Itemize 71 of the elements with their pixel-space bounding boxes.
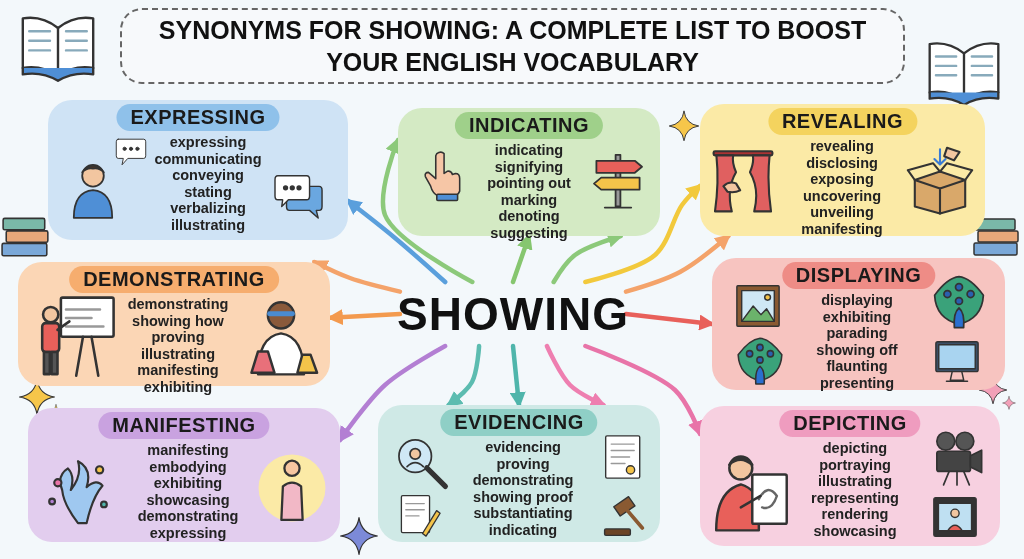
category-card [28, 408, 340, 542]
arrow [337, 343, 448, 443]
synonym-text: demonstrating [127, 296, 229, 313]
synonym-text: portraying [819, 456, 891, 473]
synonym-text: disclosing [806, 154, 878, 171]
synonym-text: flaunting [826, 358, 888, 375]
synonym-text: substantiating [473, 505, 573, 522]
category-heading: EVIDENCING [440, 409, 598, 436]
arrow [445, 343, 482, 408]
synonym-text: parading [826, 325, 888, 342]
synonym-text: exhibiting [153, 475, 223, 492]
category-card [378, 405, 660, 542]
category-card [700, 104, 985, 236]
synonym-text: evidencing [485, 439, 561, 456]
synonym-text: stating [184, 183, 232, 200]
category-heading: DEPICTING [779, 410, 921, 437]
synonym-text: proving [496, 455, 550, 472]
arrow [623, 233, 731, 294]
arrow [311, 259, 403, 294]
synonym-text: indicating [494, 142, 564, 159]
synonym-text: manifesting [137, 362, 219, 379]
central-word: SHOWING [397, 287, 629, 341]
arrow [544, 343, 607, 408]
synonym-text: illustrating [170, 216, 246, 233]
synonym-text: suggesting [490, 224, 568, 241]
synonym-text: exhibiting [822, 308, 892, 325]
category-heading: DISPLAYING [781, 262, 936, 289]
synonym-text: showing how [132, 312, 224, 329]
synonym-text: exposing [810, 171, 874, 188]
arrow [583, 343, 704, 437]
synonym-text: presenting [819, 374, 895, 391]
synonym-text: denoting [498, 208, 560, 225]
synonym-text: showcasing [813, 522, 897, 539]
synonym-text: uncovering [802, 187, 882, 204]
synonym-text: showing off [816, 341, 898, 358]
synonym-text: pointing out [487, 175, 571, 192]
synonym-text: showing proof [473, 488, 573, 505]
synonym-text: indicating [488, 521, 558, 538]
title-banner: SYNONYMS FOR SHOWING: A COMPLETE LIST TO BOOST YOUR ENGLISH VOCABULARY [120, 8, 905, 84]
synonym-text: showcasing [146, 491, 230, 508]
synonym-text: displaying [821, 292, 893, 309]
synonym-text: conveying [172, 167, 244, 184]
synonym-text: manifesting [147, 442, 229, 459]
synonym-text: signifying [494, 158, 564, 175]
category-heading: MANIFESTING [98, 412, 270, 439]
synonym-text: verbalizing [170, 200, 246, 217]
arrow [380, 137, 475, 285]
synonym-text: exhibiting [143, 378, 213, 395]
synonym-text: manifesting [801, 220, 883, 237]
category-heading: EXPRESSING [116, 104, 280, 131]
synonym-text: expressing [169, 134, 247, 151]
synonym-text: rendering [821, 506, 889, 523]
category-heading: DEMONSTRATING [69, 266, 279, 293]
synonym-text: demonstrating [472, 472, 574, 489]
category-heading: INDICATING [454, 112, 604, 139]
category-card [48, 100, 348, 240]
synonym-text: representing [811, 489, 899, 506]
synonym-text: revealing [810, 138, 874, 155]
synonym-text: illustrating [817, 473, 893, 490]
synonym-text: marking [500, 191, 558, 208]
synonym-text: illustrating [140, 345, 216, 362]
synonym-text: unveiling [810, 204, 874, 221]
category-card [712, 258, 1005, 390]
synonym-text: demonstrating [137, 508, 239, 525]
synonym-text: communicating [154, 150, 262, 167]
synonym-text: embodying [149, 458, 227, 475]
synonym-text: proving [151, 329, 205, 346]
category-heading: REVEALING [767, 108, 918, 135]
synonym-text: expressing [149, 524, 227, 541]
category-card [700, 406, 1000, 546]
synonym-text: depicting [822, 440, 888, 457]
